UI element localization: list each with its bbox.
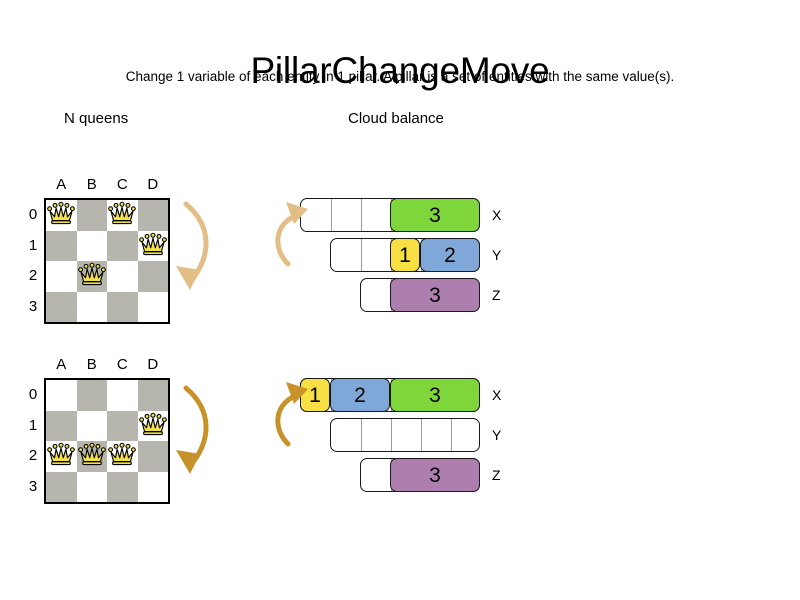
board-column-label-a: A: [56, 176, 67, 193]
board-cell-B2[interactable]: [76, 441, 107, 472]
board-column-label-c: C: [116, 356, 128, 373]
board-column-labels: A B C D: [46, 356, 168, 376]
page-title: PillarChangeMove: [250, 49, 550, 91]
board-cell-D2[interactable]: [137, 441, 168, 472]
move-arrow-cloud-bottom: [275, 382, 308, 447]
cloud-bar-label-y: Y: [492, 247, 502, 263]
cloud-bar-label-z: Z: [492, 467, 501, 483]
queen-icon: [108, 443, 137, 466]
board-cell-D1[interactable]: [137, 410, 168, 441]
board-row-label-2: 2: [28, 267, 38, 284]
board-cell-A0[interactable]: [46, 200, 77, 231]
board-row-label-1: 1: [28, 236, 38, 254]
cloud-process-segment-3[interactable]: 3: [390, 198, 480, 232]
chessboard-grid[interactable]: [44, 198, 170, 324]
queen-icon: [47, 202, 76, 225]
board-row-label-3: 3: [28, 477, 38, 495]
queen-icon: [138, 412, 167, 435]
queen-icon: [77, 263, 106, 286]
board-cell-C1[interactable]: [107, 410, 138, 441]
board-cell-D1[interactable]: [137, 230, 168, 261]
board-row-label-1: 1: [28, 416, 38, 434]
board-row-labels: 0 1 2 3: [24, 200, 42, 322]
board-column-label-d: D: [147, 176, 159, 193]
cloud-bar-label-y: Y: [492, 427, 502, 443]
section-caption-nqueens: N queens: [64, 110, 129, 127]
board-row-labels: 0 1 2 3: [24, 380, 42, 502]
queen-icon: [108, 202, 137, 225]
cloud-bar-label-x: X: [492, 387, 502, 403]
board-cell-A3[interactable]: [46, 291, 77, 322]
queen-icon: [138, 232, 167, 255]
move-arrow-nqueens-bottom: [176, 385, 209, 474]
board-column-label-c: C: [116, 176, 128, 193]
cloud-process-segment-2[interactable]: 2: [330, 378, 390, 412]
board-cell-C2[interactable]: [107, 261, 138, 292]
board-cell-B1[interactable]: [76, 230, 107, 261]
board-cell-A2[interactable]: [46, 441, 77, 472]
board-cell-C0[interactable]: [107, 200, 138, 231]
board-cell-B2[interactable]: [76, 261, 107, 292]
board-cell-D3[interactable]: [137, 471, 168, 502]
cloud-process-segment-1[interactable]: 1: [390, 238, 420, 272]
board-row-label-0: 0: [28, 206, 38, 223]
board-row-label-2: 2: [28, 447, 38, 464]
move-arrow-nqueens-top: [176, 201, 209, 290]
board-cell-C0[interactable]: [107, 380, 138, 411]
board-cell-C3[interactable]: [107, 291, 138, 322]
cloud-process-segment-2[interactable]: 2: [420, 238, 480, 272]
board-column-label-b: B: [86, 176, 97, 193]
page-subtitle: Change 1 variable of each entity in 1 pi…: [125, 69, 675, 84]
queen-icon: [77, 443, 106, 466]
cloud-bar-label-z: Z: [492, 287, 501, 303]
cloud-bar-ticks: [331, 419, 479, 451]
cloud-bar-label-x: X: [492, 207, 502, 223]
board-row-label-0: 0: [28, 386, 38, 403]
board-cell-A0[interactable]: [46, 380, 77, 411]
board-cell-D0[interactable]: [137, 380, 168, 411]
move-arrow-cloud-top: [275, 202, 308, 267]
board-cell-A1[interactable]: [46, 410, 77, 441]
board-cell-A1[interactable]: [46, 230, 77, 261]
board-cell-D2[interactable]: [137, 261, 168, 292]
board-column-label-b: B: [86, 356, 97, 373]
board-cell-A3[interactable]: [46, 471, 77, 502]
board-cell-D0[interactable]: [137, 200, 168, 231]
board-cell-B3[interactable]: [76, 291, 107, 322]
board-cell-D3[interactable]: [137, 291, 168, 322]
board-cell-B0[interactable]: [76, 380, 107, 411]
board-cell-C2[interactable]: [107, 441, 138, 472]
board-cell-B0[interactable]: [76, 200, 107, 231]
board-column-label-a: A: [56, 356, 67, 373]
cloud-process-segment-3[interactable]: 3: [390, 278, 480, 312]
board-cell-C1[interactable]: [107, 230, 138, 261]
board-row-label-3: 3: [28, 297, 38, 315]
board-column-label-d: D: [147, 356, 159, 373]
cloud-process-segment-1[interactable]: 1: [300, 378, 330, 412]
board-column-labels: A B C D: [46, 176, 168, 196]
cloud-process-segment-3[interactable]: 3: [390, 458, 480, 492]
section-caption-cloud: Cloud balance: [348, 110, 444, 127]
chessboard-grid[interactable]: [44, 378, 170, 504]
queen-icon: [47, 443, 76, 466]
cloud-bar-y[interactable]: [330, 418, 480, 452]
board-cell-B1[interactable]: [76, 410, 107, 441]
board-cell-B3[interactable]: [76, 471, 107, 502]
board-cell-A2[interactable]: [46, 261, 77, 292]
board-cell-C3[interactable]: [107, 471, 138, 502]
cloud-process-segment-3[interactable]: 3: [390, 378, 480, 412]
